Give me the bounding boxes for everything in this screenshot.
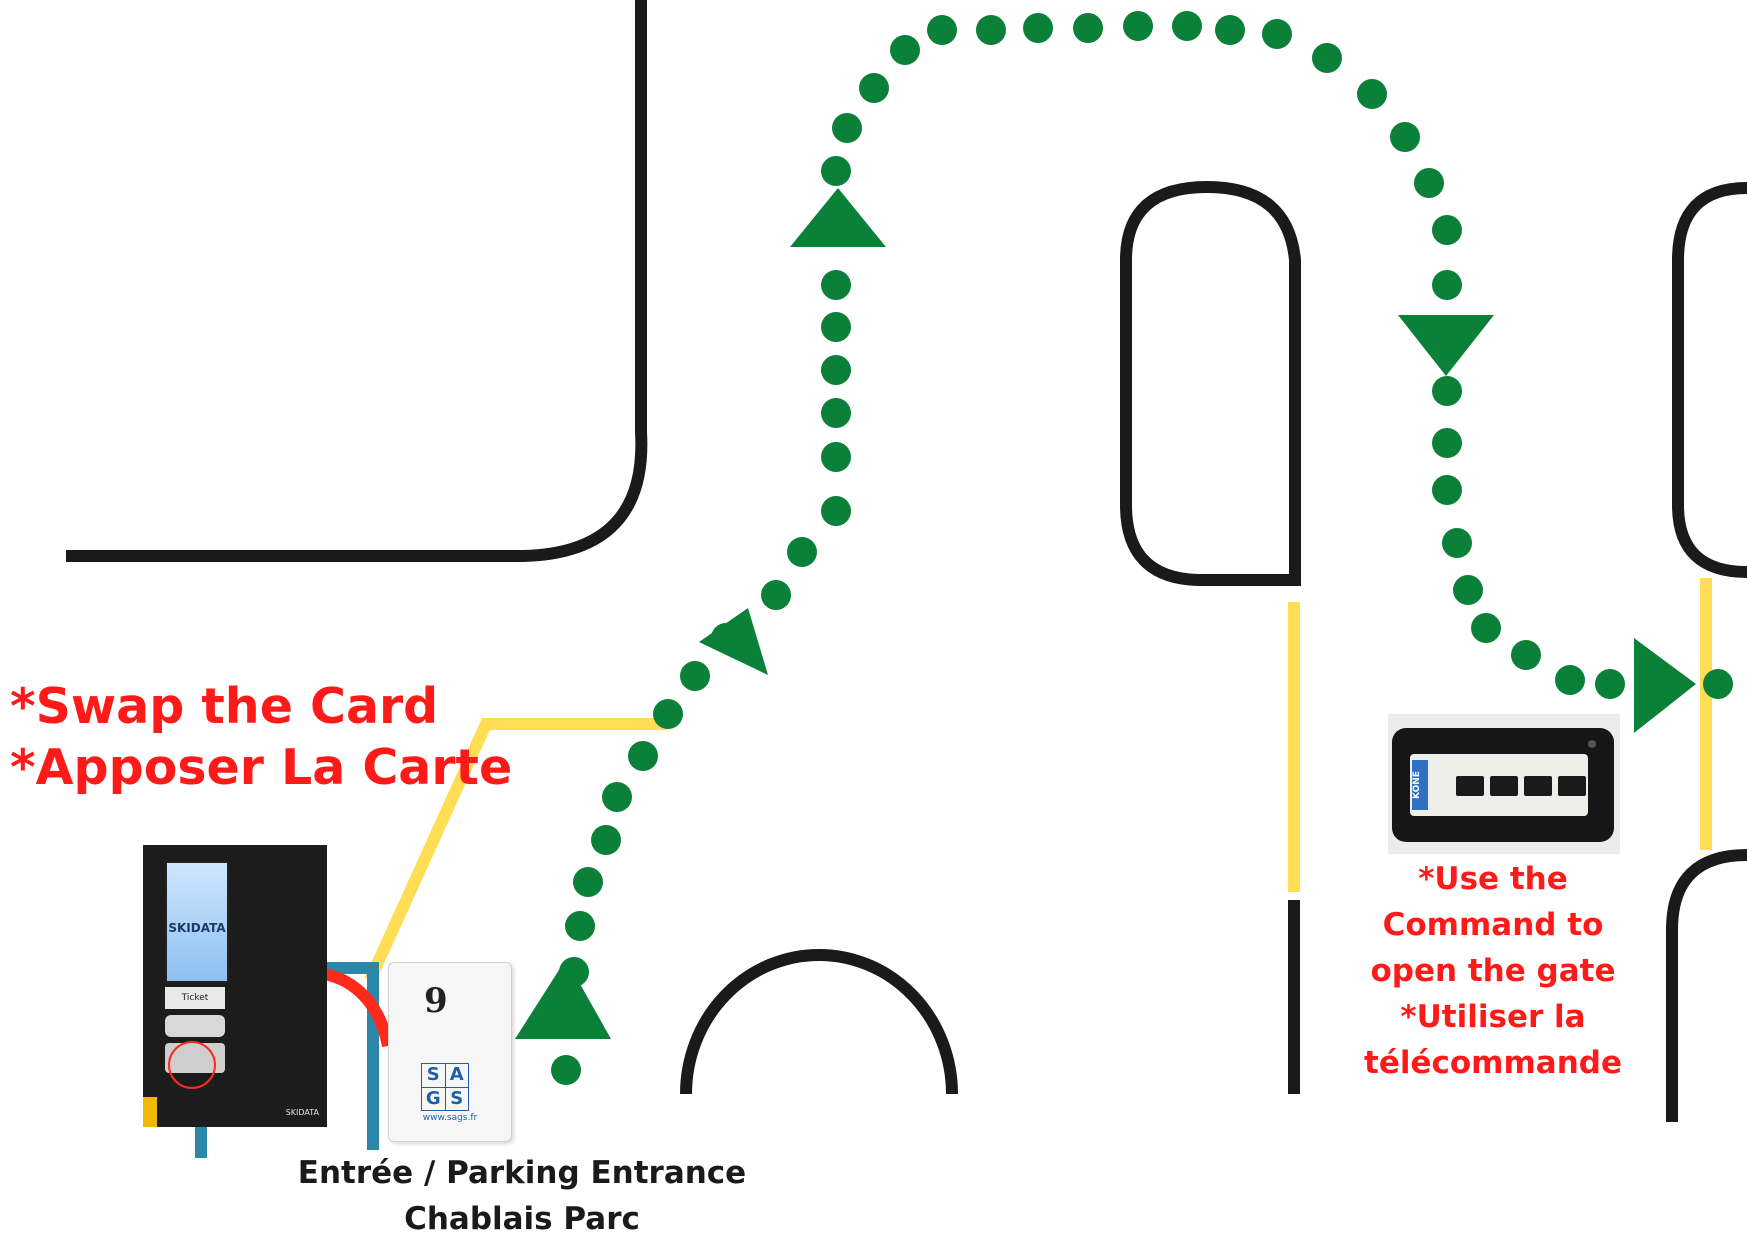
route-dot-icon [602, 782, 632, 812]
road-outlines [66, 0, 1747, 1122]
remote-buttons [1456, 776, 1586, 796]
remote-button-icon [1456, 776, 1484, 796]
island-1-outline [1120, 180, 1301, 586]
route-dot-icon [1432, 376, 1462, 406]
route-dot-icon [1414, 168, 1444, 198]
remote-button-icon [1558, 776, 1586, 796]
contactless-reader-icon [168, 1041, 216, 1089]
yellow-barrier-entrance [364, 718, 667, 983]
route-dot-icon [1390, 122, 1420, 152]
logo-letter: S [445, 1087, 468, 1110]
direction-arrow-icon [515, 959, 611, 1039]
route-dot-icon [1442, 528, 1472, 558]
route-dot-icon [1215, 15, 1245, 45]
card-url: www.sags.fr [422, 1113, 478, 1123]
route-dot-icon [761, 580, 791, 610]
route-dot-icon [1432, 428, 1462, 458]
remote-instruction-en-3: open the gate [1370, 953, 1616, 989]
route-dot-icon [1555, 665, 1585, 695]
route-dot-icon [1511, 640, 1541, 670]
route-dot-icon [890, 35, 920, 65]
route-dot-icon [821, 270, 851, 300]
route-dot-icon [1023, 13, 1053, 43]
remote-button-icon [1490, 776, 1518, 796]
route-dot-icon [832, 113, 862, 143]
roundabout-outline [680, 949, 958, 1095]
entrance-label-line1: Entrée / Parking Entrance [297, 1155, 747, 1191]
skidata-kiosk-photo: SKIDATA Ticket SKIDATA [143, 845, 327, 1127]
entrance-label-line2: Chablais Parc [404, 1201, 640, 1237]
route-dot-icon [787, 537, 817, 567]
route-dot-icon [821, 496, 851, 526]
kiosk-screen: SKIDATA [165, 861, 229, 983]
route-dot-icon [821, 398, 851, 428]
route-dot-icon [821, 312, 851, 342]
route-dot-icon [1172, 11, 1202, 41]
logo-letter: S [422, 1064, 445, 1087]
route-dot-icon [976, 15, 1006, 45]
kiosk-ticket-label: Ticket [165, 987, 225, 1009]
route-dot-icon [821, 156, 851, 186]
route-dot-icon [653, 699, 683, 729]
remote-instruction-en-1: *Use the [1418, 861, 1568, 897]
route-layer [515, 11, 1733, 1085]
route-dot-icon [1432, 475, 1462, 505]
route-dot-icon [1432, 270, 1462, 300]
direction-arrow-icon [1634, 638, 1696, 733]
entrance-label: Entrée / Parking Entrance Chablais Parc [282, 1150, 762, 1242]
logo-letter: A [445, 1064, 468, 1087]
sags-logo-icon: S A G S [421, 1063, 469, 1111]
island-2-outline [1672, 182, 1747, 578]
sags-access-card: 9 S A G S www.sags.fr [388, 962, 512, 1142]
route-dot-icon [1432, 215, 1462, 245]
remote-led-icon [1588, 740, 1596, 748]
direction-arrow-icon [790, 188, 886, 247]
swap-card-fr: *Apposer La Carte [10, 739, 513, 796]
card-number: 9 [424, 981, 448, 1021]
kiosk-yellow-post [143, 1097, 157, 1127]
remote-button-icon [1524, 776, 1552, 796]
remote-brand: KONE [1412, 760, 1428, 810]
logo-letter: G [422, 1087, 445, 1110]
remote-instruction-fr-1: *Utiliser la [1400, 999, 1586, 1035]
route-dot-icon [1471, 613, 1501, 643]
remote-body: KONE [1392, 728, 1614, 842]
route-dot-icon [573, 867, 603, 897]
direction-arrow-icon [1398, 315, 1494, 376]
remote-instruction-fr-2: télécommande [1364, 1045, 1622, 1081]
route-dot-icon [1123, 11, 1153, 41]
swap-card-en: *Swap the Card [10, 678, 439, 735]
route-dot-icon [927, 15, 957, 45]
route-dot-icon [1595, 669, 1625, 699]
left-block-outline [66, 0, 648, 562]
route-dot-icon [859, 73, 889, 103]
route-dot-icon [1357, 79, 1387, 109]
direction-arrow-icon [699, 608, 768, 675]
kone-remote-photo: KONE [1388, 714, 1620, 854]
route-dot-icon [1312, 43, 1342, 73]
route-dot-icon [680, 661, 710, 691]
remote-instruction-en-2: Command to [1382, 907, 1604, 943]
route-dot-icon [591, 825, 621, 855]
kiosk-footer-brand: SKIDATA [285, 1108, 319, 1117]
route-dot-icon [1453, 575, 1483, 605]
remote-face: KONE [1410, 754, 1588, 816]
route-dot-icon [628, 741, 658, 771]
route-dot-icon [565, 911, 595, 941]
island-3-outline [1666, 849, 1747, 1122]
route-dot-icon [821, 442, 851, 472]
remote-instruction: *Use the Command to open the gate *Utili… [1358, 856, 1628, 1086]
route-dot-icon [821, 355, 851, 385]
swap-card-instruction: *Swap the Card *Apposer La Carte [10, 682, 512, 792]
route-dot-icon [1073, 13, 1103, 43]
route-dot-icon [551, 1055, 581, 1085]
kiosk-screen-text: SKIDATA [168, 921, 226, 935]
route-dot-icon [1703, 669, 1733, 699]
barrier-lines [364, 578, 1712, 983]
kiosk-ticket-slot [165, 1015, 225, 1037]
route-dot-icon [1262, 19, 1292, 49]
